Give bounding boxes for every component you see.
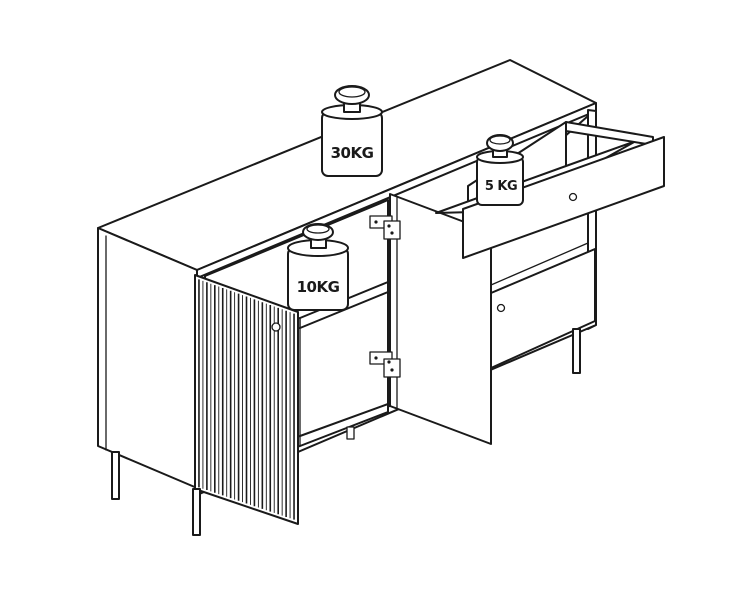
cabinet-legs — [111, 328, 581, 536]
cabinet-left-side — [97, 227, 198, 489]
weight-10kg-label: 10KG — [297, 278, 340, 296]
lower-hinge — [369, 351, 401, 378]
upper-hinge — [369, 215, 401, 240]
leg-back-left — [111, 451, 120, 500]
leg-front-left — [192, 488, 201, 536]
door-flutes — [198, 279, 295, 520]
lower-right-door-knob — [496, 303, 506, 313]
fluted-door-knob — [271, 322, 281, 332]
weight-30kg-label: 30KG — [331, 144, 374, 162]
adjustable-foot — [346, 426, 355, 440]
leg-front-right — [572, 328, 581, 374]
weight-30kg: 30KG — [321, 85, 383, 177]
weight-10kg: 10KG — [287, 223, 349, 311]
drawer-knob — [568, 192, 578, 202]
weight-5kg-label: 5 KG — [485, 179, 517, 194]
weight-5kg: 5 KG — [476, 134, 524, 206]
fluted-door — [194, 274, 299, 525]
